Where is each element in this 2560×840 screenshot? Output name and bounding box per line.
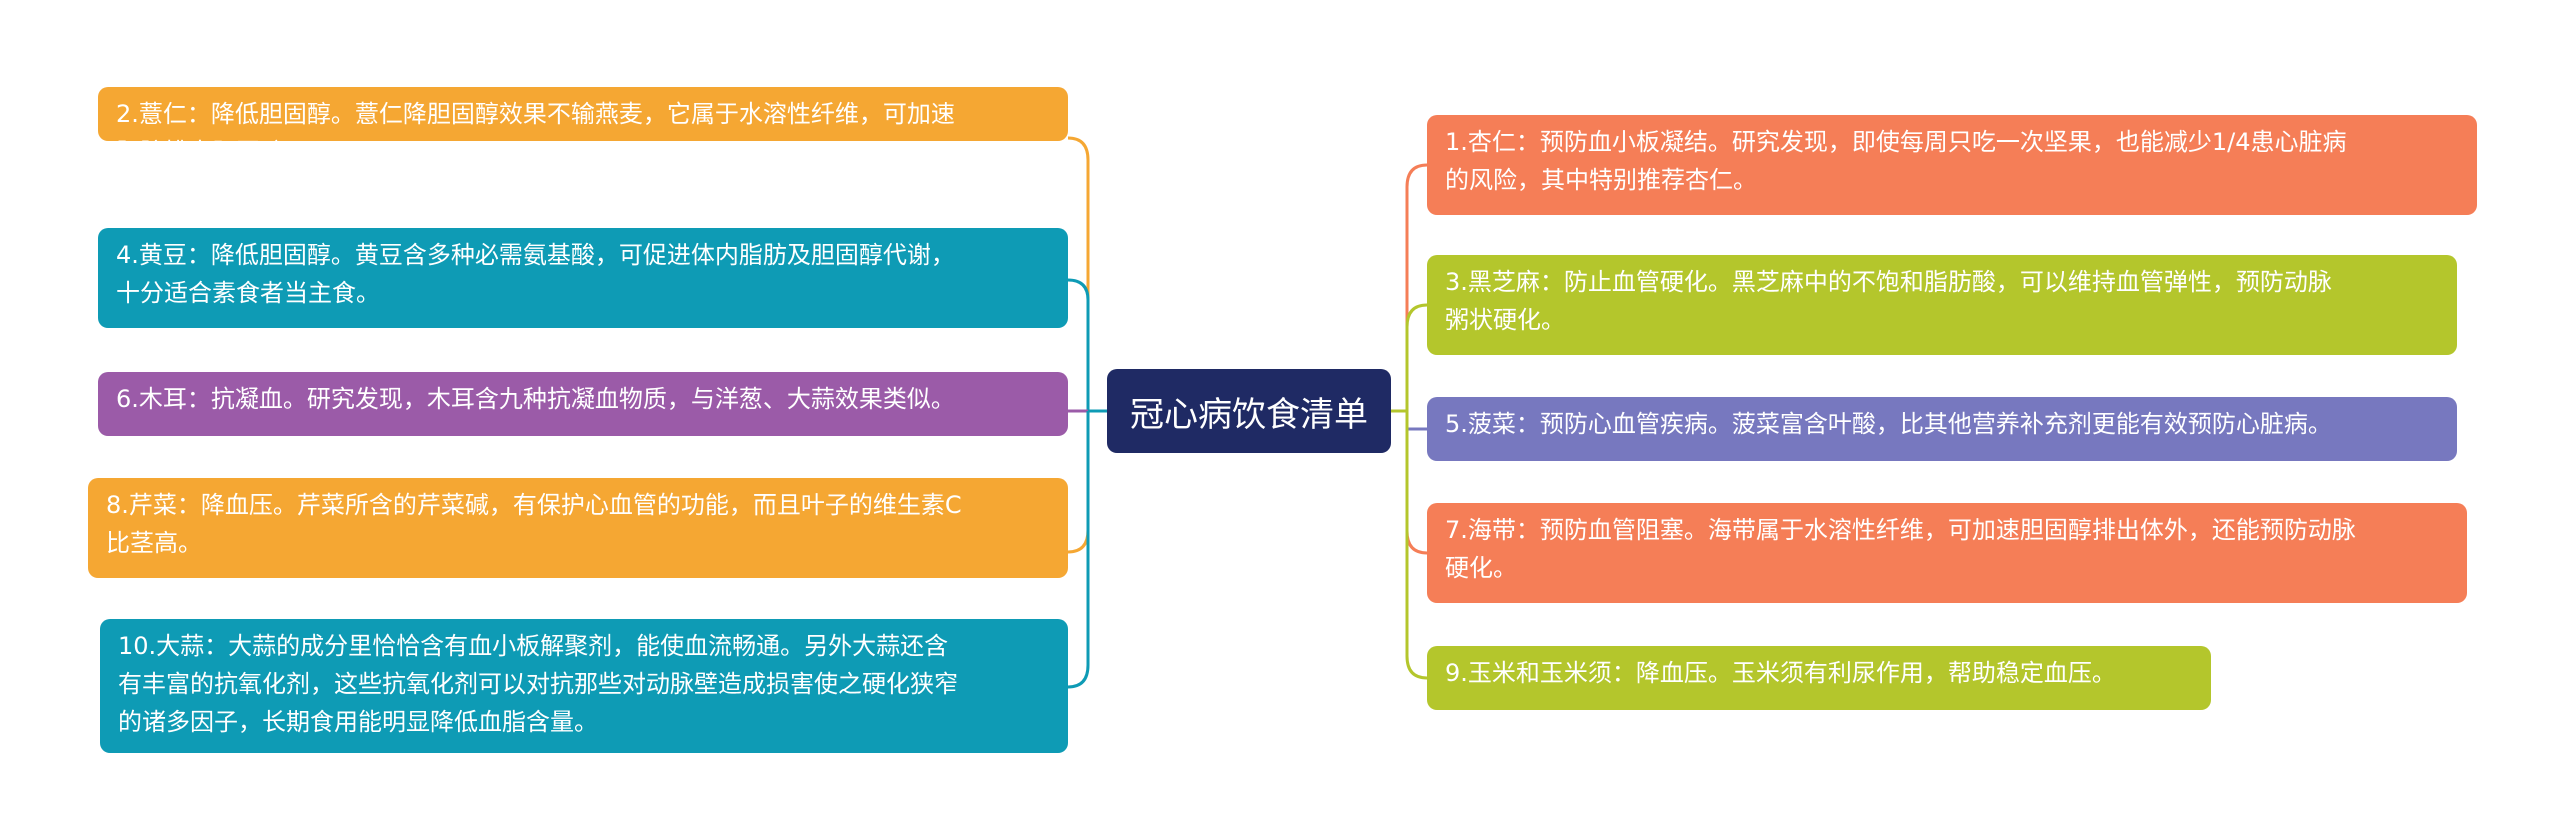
topic-huangdou[interactable]: 4.黄豆：降低胆固醇。黄豆含多种必需氨基酸，可促进体内脂肪及胆固醇代谢， 十分适…	[98, 228, 1068, 328]
topic-line: 肝脏排出胆固醇。	[116, 138, 308, 166]
topic-haidai[interactable]: 7.海带：预防血管阻塞。海带属于水溶性纤维，可加速胆固醇排出体外，还能预防动脉 …	[1427, 503, 2467, 603]
connector-n8	[1067, 411, 1090, 554]
topic-heizhima[interactable]: 3.黑芝麻：防止血管硬化。黑芝麻中的不饱和脂肪酸，可以维持血管弹性，预防动脉 粥…	[1427, 255, 2457, 355]
connector-n1	[1405, 163, 1428, 411]
topic-yiren[interactable]: 2.薏仁：降低胆固醇。薏仁降胆固醇效果不输燕麦，它属于水溶性纤维，可加速 肝脏排…	[98, 87, 1068, 166]
topic-line: 有丰富的抗氧化剂，这些抗氧化剂可以对抗那些对动脉壁造成损害使之硬化狭窄	[118, 670, 958, 698]
connector-n5	[1405, 411, 1427, 431]
topic-line: 5.菠菜：预防心血管疾病。菠菜富含叶酸，比其他营养补充剂更能有效预防心脏病。	[1445, 410, 2332, 438]
topic-qincai[interactable]: 8.芹菜：降血压。芹菜所含的芹菜碱，有保护心血管的功能，而且叶子的维生素C 比茎…	[88, 478, 1068, 578]
topic-line: 的风险，其中特别推荐杏仁。	[1445, 166, 1757, 194]
topic-line: 7.海带：预防血管阻塞。海带属于水溶性纤维，可加速胆固醇排出体外，还能预防动脉	[1445, 516, 2356, 544]
topic-line: 粥状硬化。	[1445, 306, 1565, 334]
topic-line: 3.黑芝麻：防止血管硬化。黑芝麻中的不饱和脂肪酸，可以维持血管弹性，预防动脉	[1445, 268, 2332, 296]
topic-line: 比茎高。	[106, 529, 202, 557]
connector-n2	[1067, 136, 1090, 411]
root-topic-label: 冠心病饮食清单	[1130, 394, 1368, 435]
topic-yumi[interactable]: 9.玉米和玉米须：降血压。玉米须有利尿作用，帮助稳定血压。	[1427, 646, 2211, 710]
topic-line: 9.玉米和玉米须：降血压。玉米须有利尿作用，帮助稳定血压。	[1445, 659, 2116, 687]
connector-n7	[1405, 411, 1428, 555]
connector-n4	[1067, 278, 1090, 411]
topic-dasuan[interactable]: 10.大蒜：大蒜的成分里恰恰含有血小板解聚剂，能使血流畅通。另外大蒜还含 有丰富…	[100, 619, 1068, 753]
connector-n10	[1067, 411, 1090, 689]
topic-line: 1.杏仁：预防血小板凝结。研究发现，即使每周只吃一次坚果，也能减少1/4患心脏病	[1445, 128, 2347, 156]
topic-line: 2.薏仁：降低胆固醇。薏仁降胆固醇效果不输燕麦，它属于水溶性纤维，可加速	[116, 100, 955, 128]
topic-line: 十分适合素食者当主食。	[116, 279, 380, 307]
topic-line: 硬化。	[1445, 554, 1517, 582]
topic-line: 4.黄豆：降低胆固醇。黄豆含多种必需氨基酸，可促进体内脂肪及胆固醇代谢，	[116, 241, 955, 269]
topic-line: 10.大蒜：大蒜的成分里恰恰含有血小板解聚剂，能使血流畅通。另外大蒜还含	[118, 632, 949, 660]
connector-n3	[1405, 303, 1428, 411]
topic-bocai[interactable]: 5.菠菜：预防心血管疾病。菠菜富含叶酸，比其他营养补充剂更能有效预防心脏病。	[1427, 397, 2457, 461]
topic-line: 6.木耳：抗凝血。研究发现，木耳含九种抗凝血物质，与洋葱、大蒜效果类似。	[116, 385, 955, 413]
root-topic[interactable]: 冠心病饮食清单	[1107, 369, 1391, 453]
topic-muer[interactable]: 6.木耳：抗凝血。研究发现，木耳含九种抗凝血物质，与洋葱、大蒜效果类似。	[98, 372, 1068, 436]
topic-line: 的诸多因子，长期食用能明显降低血脂含量。	[118, 708, 598, 736]
connector-n9	[1405, 411, 1428, 680]
topic-line: 8.芹菜：降血压。芹菜所含的芹菜碱，有保护心血管的功能，而且叶子的维生素C	[106, 491, 962, 519]
topic-xingren[interactable]: 1.杏仁：预防血小板凝结。研究发现，即使每周只吃一次坚果，也能减少1/4患心脏病…	[1427, 115, 2477, 215]
